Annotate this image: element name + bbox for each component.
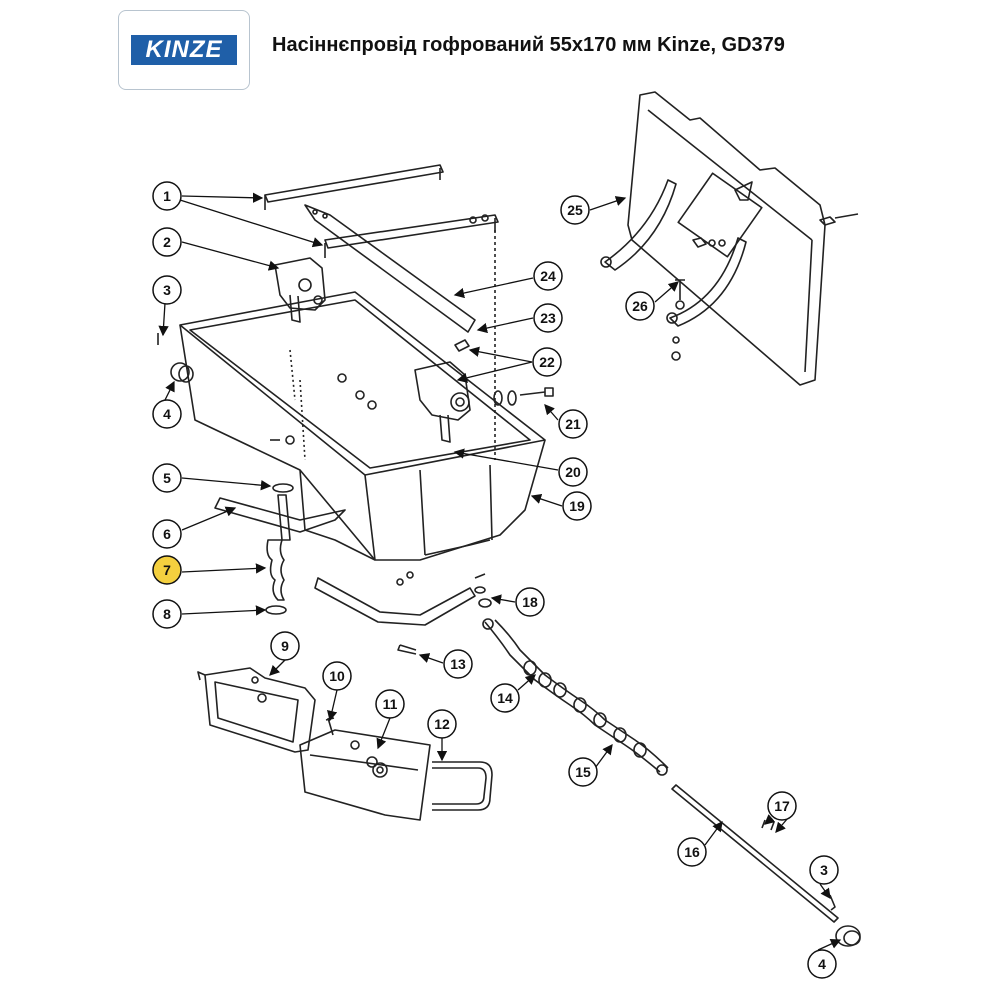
seed-tube-assembly xyxy=(214,483,346,615)
callout-6[interactable]: 6 xyxy=(152,519,182,549)
callout-20[interactable]: 20 xyxy=(558,457,588,487)
callout-14[interactable]: 14 xyxy=(490,683,520,713)
callout-9[interactable]: 9 xyxy=(270,631,300,661)
callout-4[interactable]: 4 xyxy=(152,399,182,429)
meter-left xyxy=(274,257,326,323)
svg-text:14: 14 xyxy=(497,690,513,706)
svg-text:2: 2 xyxy=(163,234,171,250)
logo-text: KINZE xyxy=(145,36,223,63)
svg-text:6: 6 xyxy=(163,526,171,542)
svg-text:3: 3 xyxy=(163,282,171,298)
callout-3-lower[interactable]: 3 xyxy=(809,855,839,885)
mounting-plate xyxy=(299,717,431,821)
page-title: Насіннєпровід гофрований 55x170 мм Kinze… xyxy=(272,34,785,56)
svg-text:5: 5 xyxy=(163,470,171,486)
callout-16[interactable]: 16 xyxy=(677,837,707,867)
svg-text:15: 15 xyxy=(575,764,591,780)
callout-3[interactable]: 3 xyxy=(152,275,182,305)
top-rails xyxy=(264,164,499,258)
u-bolt xyxy=(432,761,493,811)
callout-11[interactable]: 11 xyxy=(375,689,405,719)
callout-1[interactable]: 1 xyxy=(152,181,182,211)
callout-4-lower[interactable]: 4 xyxy=(807,949,837,979)
callout-22[interactable]: 22 xyxy=(532,347,562,377)
svg-text:17: 17 xyxy=(774,798,790,814)
pin xyxy=(397,644,417,655)
bushing-top xyxy=(157,333,194,383)
svg-text:20: 20 xyxy=(565,464,581,480)
svg-text:18: 18 xyxy=(522,594,538,610)
meter-right xyxy=(414,339,471,443)
svg-text:16: 16 xyxy=(684,844,700,860)
svg-text:4: 4 xyxy=(818,956,826,972)
callout-7-highlighted[interactable]: 7 xyxy=(152,555,182,585)
callout-5[interactable]: 5 xyxy=(152,463,182,493)
bolt-washers xyxy=(270,373,554,445)
leader-lines xyxy=(158,192,842,951)
seed-hopper xyxy=(179,291,546,561)
callout-15[interactable]: 15 xyxy=(568,757,598,787)
callout-23[interactable]: 23 xyxy=(533,303,563,333)
callout-17[interactable]: 17 xyxy=(767,791,797,821)
svg-text:13: 13 xyxy=(450,656,466,672)
callout-25[interactable]: 25 xyxy=(560,195,590,225)
callouts: 1 2 3 4 5 6 7 8 9 10 11 12 13 14 15 16 1… xyxy=(152,181,839,979)
svg-text:3: 3 xyxy=(820,862,828,878)
logo-frame: KINZE xyxy=(118,10,250,90)
cover-plate xyxy=(197,667,316,753)
lid-panel xyxy=(600,91,859,386)
svg-text:22: 22 xyxy=(539,354,555,370)
svg-text:4: 4 xyxy=(163,406,171,422)
callout-13[interactable]: 13 xyxy=(443,649,473,679)
kinze-logo: KINZE xyxy=(131,35,237,65)
callout-2[interactable]: 2 xyxy=(152,227,182,257)
callout-19[interactable]: 19 xyxy=(562,491,592,521)
svg-text:23: 23 xyxy=(540,310,556,326)
callout-8[interactable]: 8 xyxy=(152,599,182,629)
svg-text:11: 11 xyxy=(383,696,398,712)
callout-12[interactable]: 12 xyxy=(427,709,457,739)
svg-text:9: 9 xyxy=(281,638,289,654)
callout-26[interactable]: 26 xyxy=(625,291,655,321)
lower-bracket xyxy=(314,571,492,626)
svg-text:8: 8 xyxy=(163,606,171,622)
svg-text:12: 12 xyxy=(434,716,450,732)
svg-text:24: 24 xyxy=(540,268,556,284)
svg-text:26: 26 xyxy=(632,298,648,314)
callout-21[interactable]: 21 xyxy=(558,409,588,439)
auger-drive xyxy=(482,618,669,776)
svg-text:10: 10 xyxy=(329,668,345,684)
callout-24[interactable]: 24 xyxy=(533,261,563,291)
svg-text:25: 25 xyxy=(567,202,583,218)
svg-text:1: 1 xyxy=(163,188,171,204)
svg-text:7: 7 xyxy=(163,562,171,578)
svg-text:21: 21 xyxy=(565,416,581,432)
svg-text:19: 19 xyxy=(569,498,585,514)
callout-10[interactable]: 10 xyxy=(322,661,352,691)
strap xyxy=(304,204,496,460)
callout-18[interactable]: 18 xyxy=(515,587,545,617)
